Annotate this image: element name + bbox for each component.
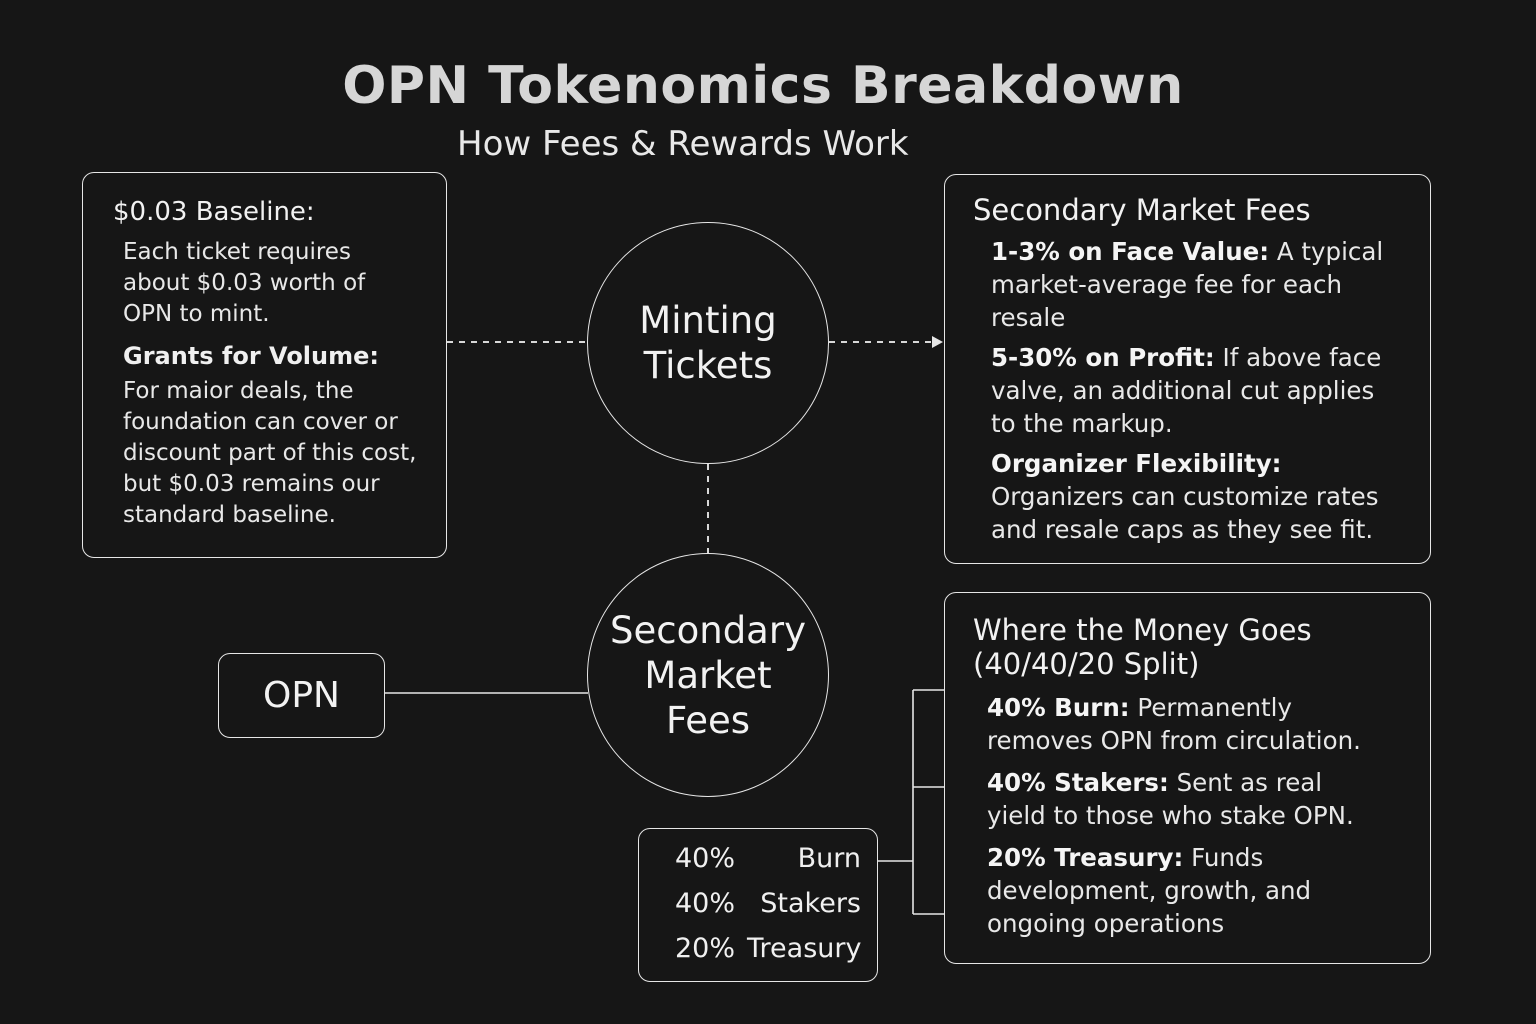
split-table-box: 40% Burn 40% Stakers 20% Treasury [638,828,878,982]
split-name: Treasury [747,933,862,964]
allocation-text: Sent as real yield to those who stake OP… [987,768,1354,830]
split-percent: 40% [675,843,736,874]
allocation-label: 40% Stakers: [987,768,1169,797]
opn-label: OPN [263,675,340,716]
fee-item-label: 5-30% on Profit: [991,343,1215,372]
split-name: Burn [797,843,861,874]
split-percent: 40% [675,888,736,919]
allocation-item: 40% Stakers: Sent as real yield to those… [987,766,1377,832]
allocation-text: Funds development, growth, and ongoing o… [987,843,1312,938]
split-percent: 20% [675,933,736,964]
baseline-heading: $0.03 Baseline: [113,197,315,227]
grants-heading: Grants for Volume: [123,342,379,370]
money-flow-heading: Where the Money Goes [973,613,1312,647]
baseline-text: Each ticket requires about $0.03 worth o… [123,239,366,327]
allocation-label: 20% Treasury: [987,843,1184,872]
split-row: 40% Stakers [675,888,877,933]
page-title: OPN Tokenomics Breakdown [342,56,1184,116]
split-name: Stakers [760,888,861,919]
fee-item: 5-30% on Profit: If above face valve, an… [991,341,1391,440]
page-subtitle: How Fees & Rewards Work [457,124,909,164]
fee-item: Organizer Flexibility: Organizers can cu… [991,447,1401,546]
secondary-market-fees-node: Secondary Market Fees [587,553,829,797]
allocation-text: Permanently removes OPN from circulation… [987,693,1361,755]
fee-item-text: If above face valve, an additional cut a… [991,343,1382,438]
arrowhead [932,336,943,348]
baseline-box: $0.03 Baseline: Each ticket requires abo… [82,172,447,558]
secondary-market-fees-label: Secondary Market Fees [610,608,806,742]
allocation-item: 40% Burn: Permanently removes OPN from c… [987,691,1397,757]
fee-item-text: Organizers can customize rates and resal… [991,482,1379,544]
allocation-label: 40% Burn: [987,693,1130,722]
opn-box: OPN [218,653,385,738]
minting-tickets-node: Minting Tickets [587,222,829,464]
grants-text: For maior deals, the foundation can cove… [123,378,417,528]
secondary-fees-heading: Secondary Market Fees [973,193,1311,227]
split-row: 40% Burn [675,843,877,888]
allocation-item: 20% Treasury: Funds development, growth,… [987,841,1417,940]
minting-tickets-label: Minting Tickets [639,299,777,387]
fee-item-label: 1-3% on Face Value: [991,237,1270,266]
secondary-fees-box: Secondary Market Fees 1-3% on Face Value… [944,174,1431,564]
money-flow-box: Where the Money Goes (40/40/20 Split) 40… [944,592,1431,964]
money-flow-subheading: (40/40/20 Split) [973,647,1200,681]
split-row: 20% Treasury [675,933,877,978]
fee-item-text: A typical market-average fee for each re… [991,237,1384,332]
fee-item: 1-3% on Face Value: A typical market-ave… [991,235,1391,334]
fee-item-label: Organizer Flexibility: [991,449,1282,478]
